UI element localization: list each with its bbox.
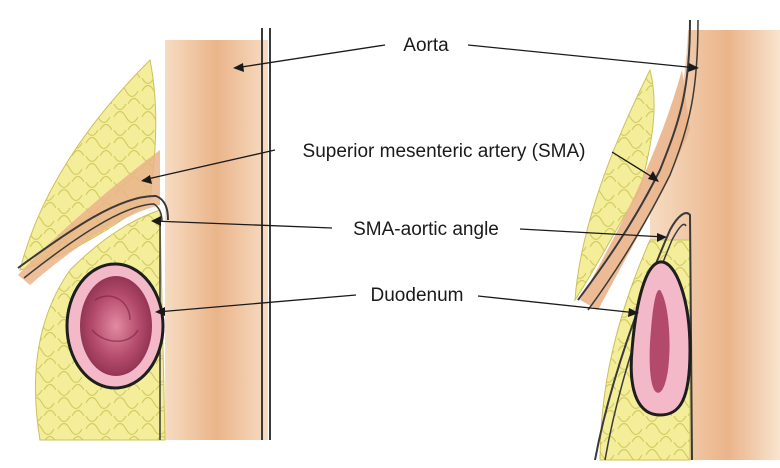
right-panel-compressed [575, 20, 780, 460]
left-panel-normal [18, 28, 270, 440]
duodenum-lumen-left [80, 276, 152, 376]
aorta-left [165, 40, 268, 440]
label-sma-aortic-angle: SMA-aortic angle [353, 219, 499, 240]
label-aorta: Aorta [403, 35, 449, 56]
label-sma: Superior mesenteric artery (SMA) [303, 141, 586, 162]
label-duodenum: Duodenum [371, 285, 464, 306]
